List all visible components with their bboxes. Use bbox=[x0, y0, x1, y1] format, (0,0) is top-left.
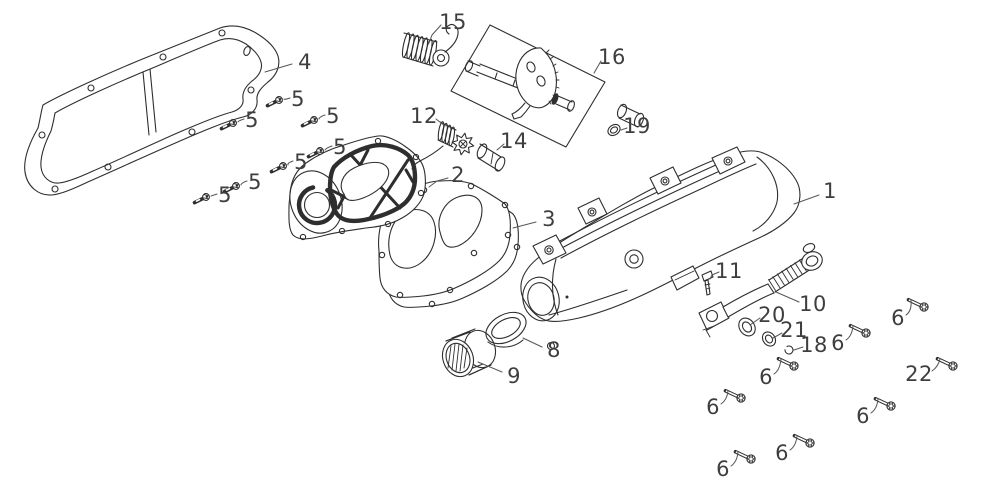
part-label-6: 6 bbox=[856, 404, 870, 428]
leader-line-bolt-6 bbox=[870, 398, 879, 414]
leader-line-part-1 bbox=[793, 194, 820, 205]
part-21-washer bbox=[761, 331, 777, 347]
leader-line-bolt-6 bbox=[905, 299, 912, 316]
leader-line-part-12 bbox=[435, 118, 446, 127]
leader-line-part-20 bbox=[749, 317, 761, 326]
leader-line-part-4 bbox=[264, 63, 293, 73]
part-label-1: 1 bbox=[823, 179, 837, 203]
part-label-5: 5 bbox=[294, 150, 308, 174]
screw-5 bbox=[192, 191, 212, 205]
part-label-14: 14 bbox=[500, 129, 528, 153]
part-label-6: 6 bbox=[716, 457, 730, 481]
leader-line-bolt-6 bbox=[773, 358, 782, 375]
part-16-kick-shaft-assembly bbox=[450, 24, 645, 148]
part-18-circlip bbox=[784, 345, 794, 355]
part-label-5: 5 bbox=[326, 104, 340, 128]
leader-line-bolt-6 bbox=[720, 390, 729, 405]
part-label-11: 11 bbox=[715, 259, 743, 283]
leader-line-screw-5 bbox=[240, 180, 248, 186]
part-label-4: 4 bbox=[298, 50, 312, 74]
bolt-6 bbox=[776, 356, 800, 372]
bolt-6 bbox=[733, 449, 757, 465]
bolt-6 bbox=[792, 433, 816, 449]
part-label-19: 19 bbox=[623, 114, 651, 138]
part-9-filter-element bbox=[441, 328, 497, 378]
leader-line-part-21 bbox=[772, 332, 783, 339]
bolt-6 bbox=[873, 396, 897, 412]
part-label-3: 3 bbox=[542, 207, 556, 231]
part-label-6: 6 bbox=[775, 441, 789, 465]
bolt-6 bbox=[848, 323, 872, 339]
leader-line-screw-5 bbox=[318, 114, 326, 120]
bolt-22 bbox=[935, 356, 959, 372]
part-label-5: 5 bbox=[248, 170, 262, 194]
part-19-o-ring bbox=[607, 123, 621, 137]
leader-line-bolt-22 bbox=[931, 358, 941, 372]
inner-ribbed-plate bbox=[288, 135, 426, 241]
leader-line-screw-5 bbox=[237, 118, 245, 123]
leader-line-part-10 bbox=[775, 291, 800, 303]
leader-line-part-15 bbox=[428, 24, 442, 44]
kick-shaft-spacer bbox=[616, 103, 645, 128]
part-label-15: 15 bbox=[439, 10, 467, 34]
part-label-2: 2 bbox=[451, 163, 465, 187]
screw-5 bbox=[300, 114, 320, 128]
leader-line-part-2 bbox=[428, 177, 449, 188]
leader-line-part-14 bbox=[496, 143, 505, 151]
leader-line-screw-5 bbox=[324, 145, 333, 151]
part-11-bolt bbox=[701, 270, 714, 296]
part-8-intake-collar bbox=[485, 311, 527, 348]
part-10-kick-lever bbox=[698, 243, 823, 338]
part-1-crankcase-cover bbox=[520, 146, 801, 351]
leader-line-bolt-6 bbox=[789, 435, 798, 451]
part-4-outer-gasket bbox=[24, 25, 280, 196]
leader-line-part-18 bbox=[793, 346, 804, 351]
part-12-idle-gear bbox=[411, 121, 475, 171]
leader-line-part-9 bbox=[477, 361, 503, 373]
part-20-washer bbox=[738, 317, 756, 337]
part-label-5: 5 bbox=[291, 87, 305, 111]
part-label-6: 6 bbox=[891, 306, 905, 330]
bolt-6 bbox=[723, 388, 747, 404]
part-label-12: 12 bbox=[410, 104, 438, 128]
leader-line-part-8 bbox=[522, 337, 543, 348]
part-label-20: 20 bbox=[758, 303, 786, 327]
part-label-6: 6 bbox=[759, 365, 773, 389]
part-label-18: 18 bbox=[800, 333, 828, 357]
part-label-5: 5 bbox=[218, 183, 232, 207]
leader-line-bolt-6 bbox=[845, 325, 854, 341]
leader-line-bolt-6 bbox=[730, 451, 739, 467]
leader-line-screw-5 bbox=[210, 193, 218, 197]
leader-line-part-3 bbox=[512, 221, 537, 229]
part-label-8: 8 bbox=[547, 338, 561, 362]
part-label-6: 6 bbox=[706, 395, 720, 419]
part-label-5: 5 bbox=[333, 135, 347, 159]
part-label-5: 5 bbox=[245, 108, 259, 132]
leader-line-part-19 bbox=[620, 127, 628, 131]
part-label-9: 9 bbox=[507, 364, 521, 388]
part-label-16: 16 bbox=[598, 45, 626, 69]
part-label-10: 10 bbox=[799, 292, 827, 316]
part-label-6: 6 bbox=[831, 331, 845, 355]
part-label-22: 22 bbox=[905, 362, 933, 386]
screw-5 bbox=[265, 94, 285, 108]
kick-sector-gear bbox=[511, 47, 560, 120]
part-14-bushing bbox=[476, 143, 506, 172]
leader-line-part-11 bbox=[709, 271, 720, 280]
screw-5 bbox=[269, 160, 289, 174]
part-15-return-spring bbox=[401, 24, 459, 67]
leader-line-part-16 bbox=[593, 60, 602, 74]
part-label-21: 21 bbox=[780, 318, 808, 342]
leader-line-screw-5 bbox=[287, 160, 294, 166]
leader-line-screw-5 bbox=[283, 97, 291, 100]
